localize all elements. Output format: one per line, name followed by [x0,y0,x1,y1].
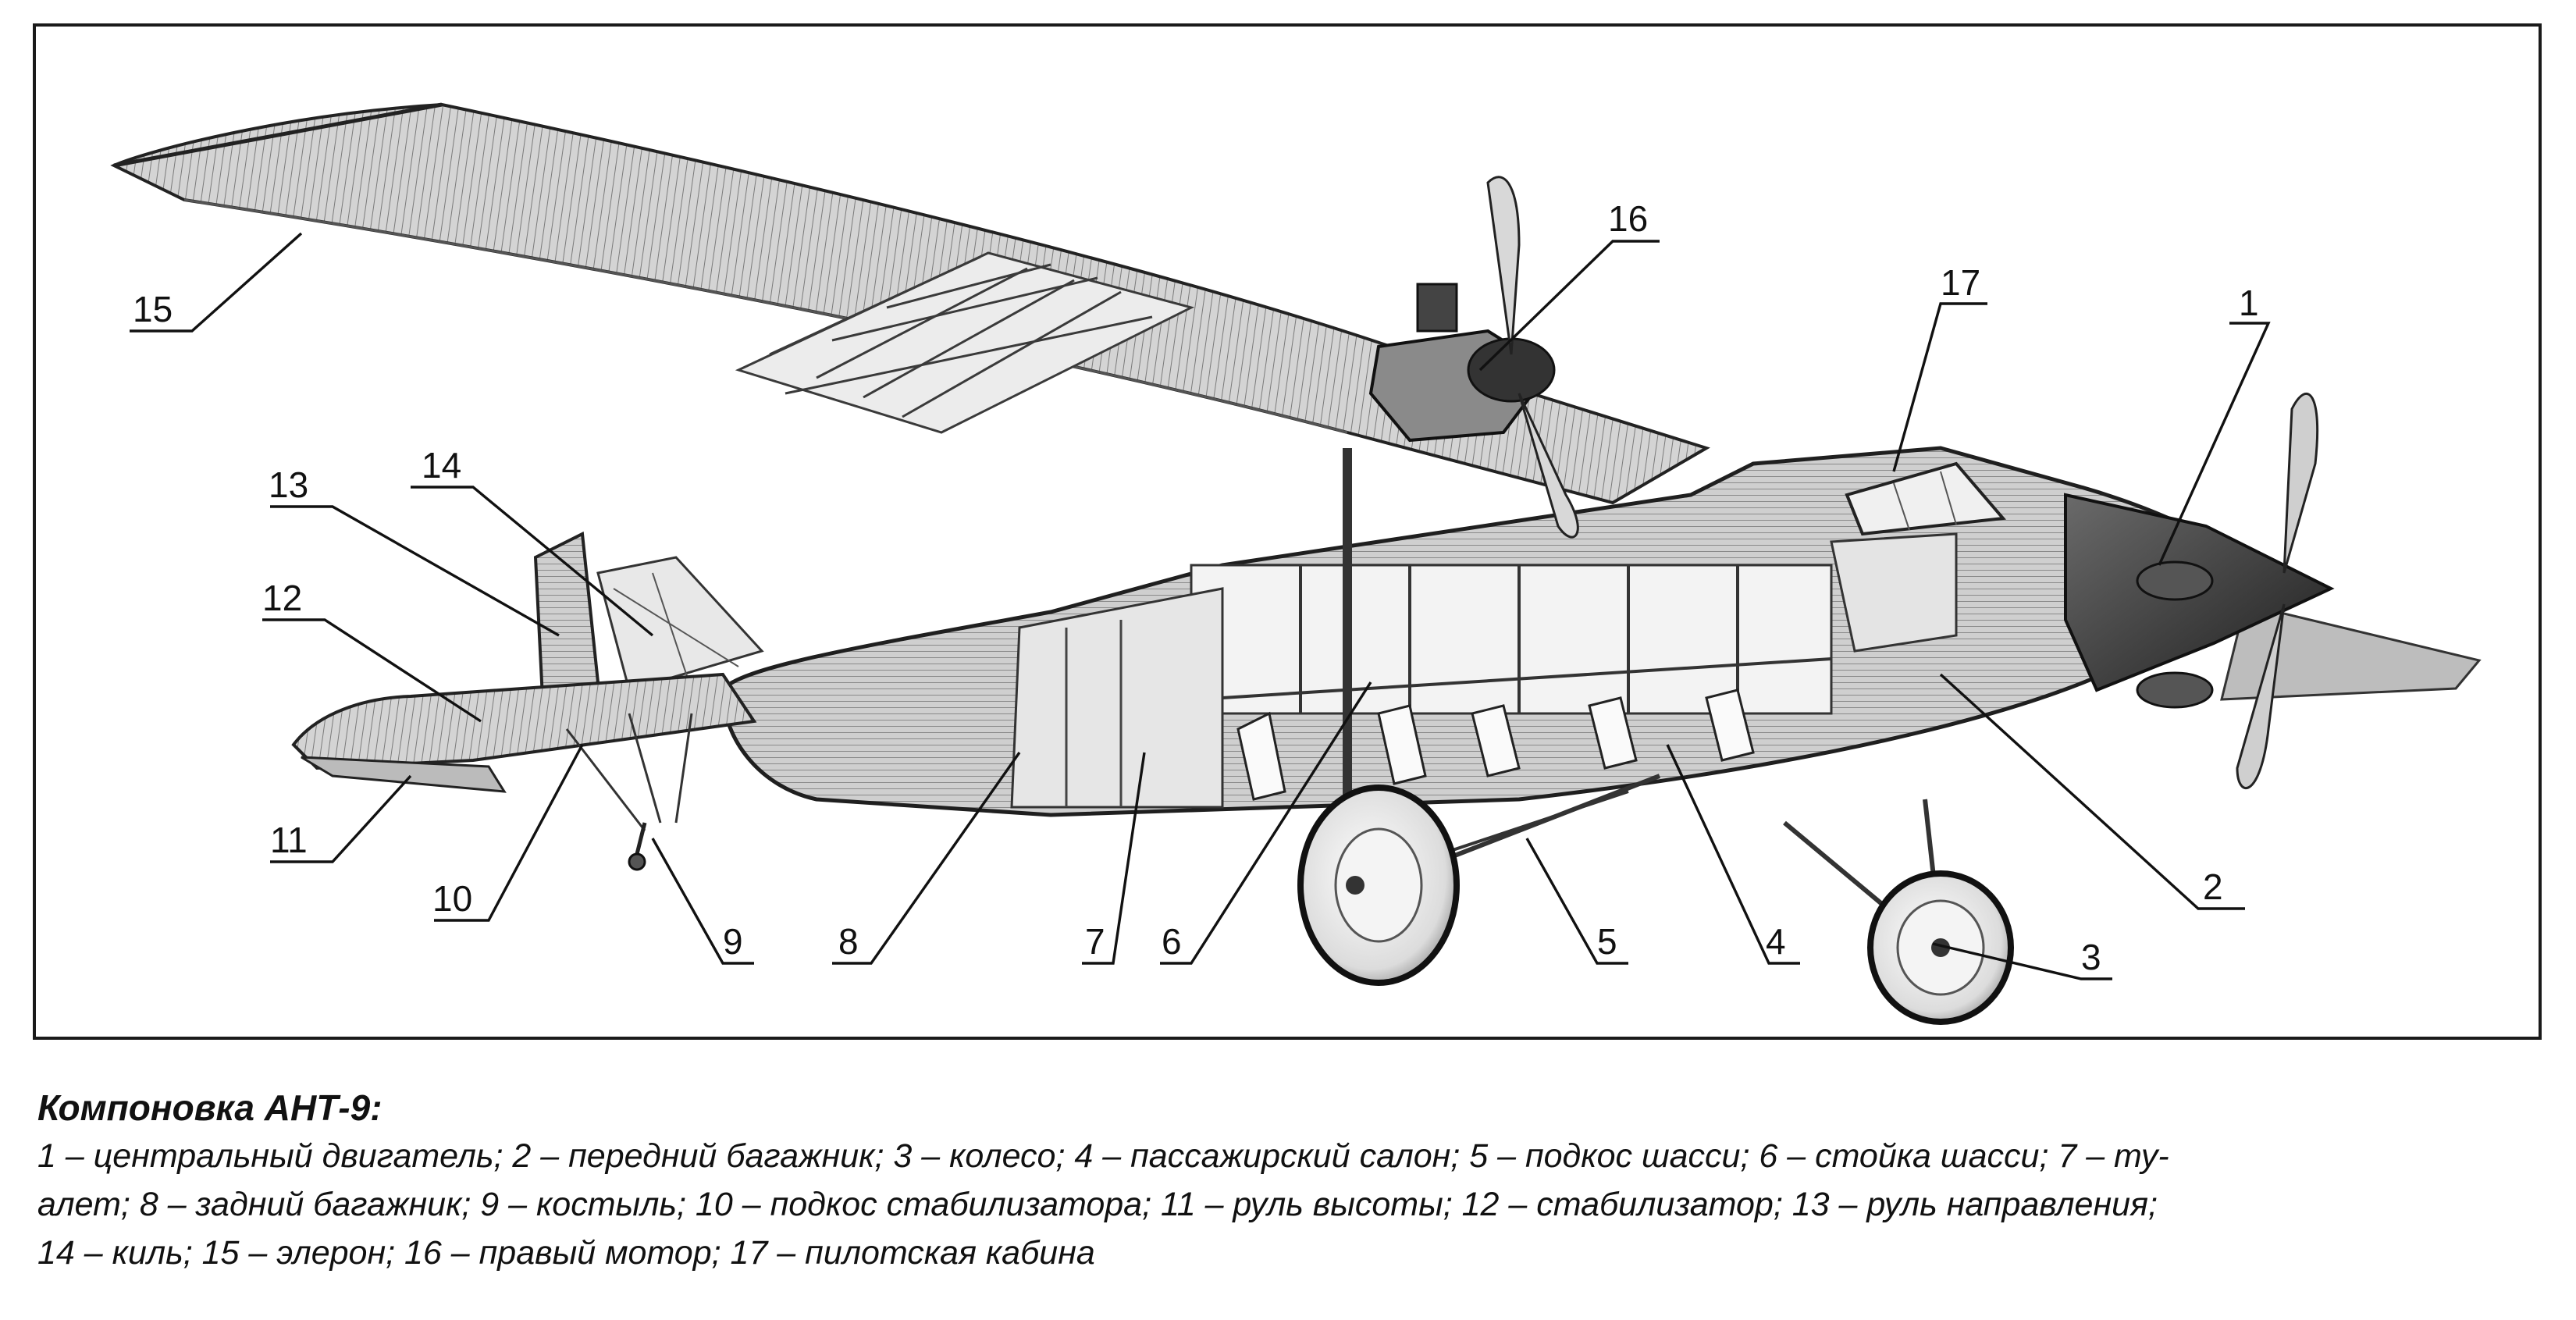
callout-5-label: 5 [1597,921,1617,962]
main-wing [110,102,1710,505]
caption-line-2: алет; 8 – задний багажник; 9 – костыль; … [37,1186,2158,1223]
callout-7: 7 [1082,752,1146,965]
callout-14-label: 14 [422,445,461,486]
diagram-frame: 1 2 3 4 5 6 7 8 [33,23,2542,1040]
caption-line-3: 14 – киль; 15 – элерон; 16 – правый мото… [37,1234,1095,1272]
callout-17: 17 [1892,262,1987,472]
callout-10: 10 [432,744,584,922]
callout-12-label: 12 [262,578,302,618]
callout-3-label: 3 [2081,937,2101,977]
tail [291,531,764,871]
callout-15: 15 [130,232,303,333]
callout-9-label: 9 [723,921,743,962]
callout-1: 1 [2158,283,2271,566]
callout-8: 8 [832,752,1021,965]
callout-15-label: 15 [133,289,173,329]
callout-9: 9 [651,838,754,965]
callout-16-label: 16 [1608,198,1648,239]
callout-4-label: 4 [1766,921,1786,962]
callout-3: 3 [1932,937,2112,980]
far-wing-tip [2220,603,2482,701]
aircraft-diagram: 1 2 3 4 5 6 7 8 [110,102,2482,1025]
callout-11: 11 [270,774,412,863]
callout-10-label: 10 [432,878,472,919]
landing-gear [1297,448,2014,1025]
callout-12: 12 [262,578,482,723]
callout-17-label: 17 [1941,262,1980,303]
callout-14: 14 [411,445,654,637]
callout-16: 16 [1478,198,1660,372]
caption-title: Компоновка АНТ-9: [37,1087,382,1128]
callout-6: 6 [1160,681,1372,965]
caption-line-1: 1 – центральный двигатель; 2 – передний … [37,1137,2169,1175]
callout-2: 2 [1939,673,2245,910]
right-engine [1368,176,1579,539]
callout-8-label: 8 [838,921,859,962]
nose-propeller [2236,392,2319,790]
callout-5: 5 [1525,838,1628,965]
callout-7-label: 7 [1085,921,1105,962]
fuselage [720,446,2335,817]
callout-2-label: 2 [2203,866,2223,907]
callout-13: 13 [269,464,560,637]
callout-1-label: 1 [2239,283,2259,323]
callout-11-label: 11 [270,820,308,860]
callout-6-label: 6 [1162,921,1182,962]
figure-caption: Компоновка АНТ-9: 1 – центральный двигат… [37,1083,2535,1277]
callout-13-label: 13 [269,464,308,505]
callout-4: 4 [1666,744,1800,965]
